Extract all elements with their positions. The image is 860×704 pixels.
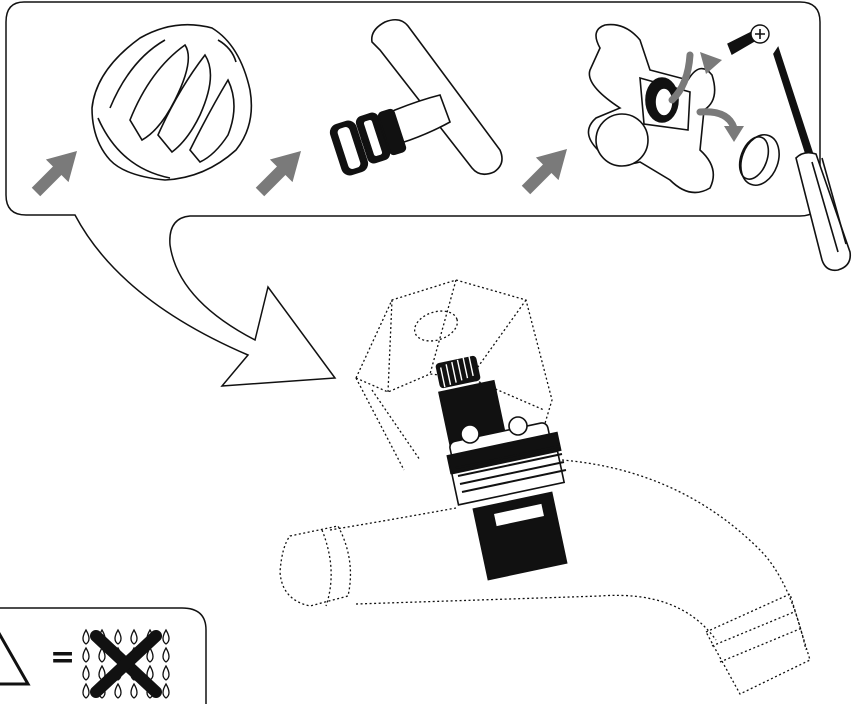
- cartridge-icon: [436, 355, 567, 579]
- equals-sign: =: [50, 640, 75, 675]
- cross-out-icon: [96, 636, 156, 692]
- warning-triangle-icon: [0, 628, 28, 684]
